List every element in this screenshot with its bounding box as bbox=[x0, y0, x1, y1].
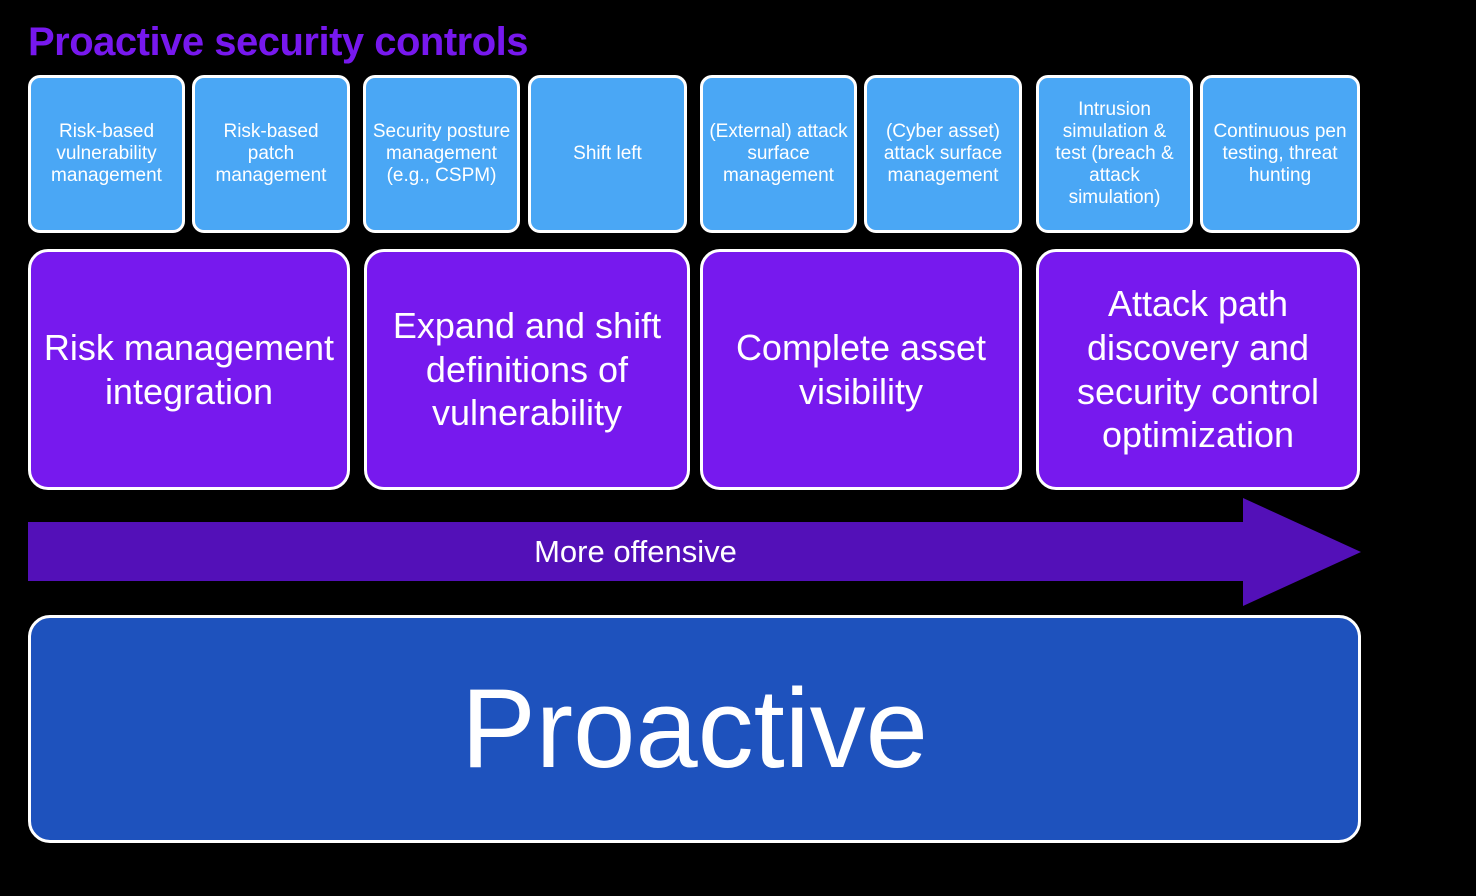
theme-card-4[interactable]: Attack path discovery and security contr… bbox=[1036, 249, 1360, 490]
control-card-label: Risk-based vulnerability management bbox=[51, 120, 162, 187]
control-card-7[interactable]: Intrusion simulation & test (breach & at… bbox=[1036, 75, 1193, 233]
more-offensive-arrow: More offensive bbox=[28, 497, 1361, 607]
page-title: Proactive security controls bbox=[28, 20, 529, 64]
control-card-3[interactable]: Security posture management (e.g., CSPM) bbox=[363, 75, 520, 233]
control-card-6[interactable]: (Cyber asset) attack surface management bbox=[864, 75, 1022, 233]
control-card-label: Security posture management (e.g., CSPM) bbox=[372, 120, 511, 187]
theme-card-1[interactable]: Risk management integration bbox=[28, 249, 350, 490]
control-card-2[interactable]: Risk-based patch management bbox=[192, 75, 350, 233]
control-card-label: Shift left bbox=[573, 142, 642, 164]
control-card-label: (Cyber asset) attack surface management bbox=[883, 120, 1003, 187]
control-card-label: Continuous pen testing, threat hunting bbox=[1213, 120, 1347, 187]
control-card-label: Risk-based patch management bbox=[215, 120, 327, 187]
proactive-banner-label: Proactive bbox=[461, 666, 928, 791]
theme-card-2[interactable]: Expand and shift definitions of vulnerab… bbox=[364, 249, 690, 490]
control-card-1[interactable]: Risk-based vulnerability management bbox=[28, 75, 185, 233]
theme-card-label: Risk management integration bbox=[43, 326, 335, 412]
control-card-label: Intrusion simulation & test (breach & at… bbox=[1055, 98, 1174, 209]
control-card-8[interactable]: Continuous pen testing, threat hunting bbox=[1200, 75, 1360, 233]
right-arrow-icon bbox=[28, 498, 1361, 606]
control-card-4[interactable]: Shift left bbox=[528, 75, 687, 233]
theme-card-label: Complete asset visibility bbox=[735, 326, 987, 412]
control-card-label: (External) attack surface management bbox=[709, 120, 848, 187]
proactive-banner: Proactive bbox=[28, 615, 1361, 843]
theme-card-label: Expand and shift definitions of vulnerab… bbox=[392, 304, 662, 434]
control-card-5[interactable]: (External) attack surface management bbox=[700, 75, 857, 233]
theme-card-label: Attack path discovery and security contr… bbox=[1076, 282, 1320, 456]
theme-card-3[interactable]: Complete asset visibility bbox=[700, 249, 1022, 490]
